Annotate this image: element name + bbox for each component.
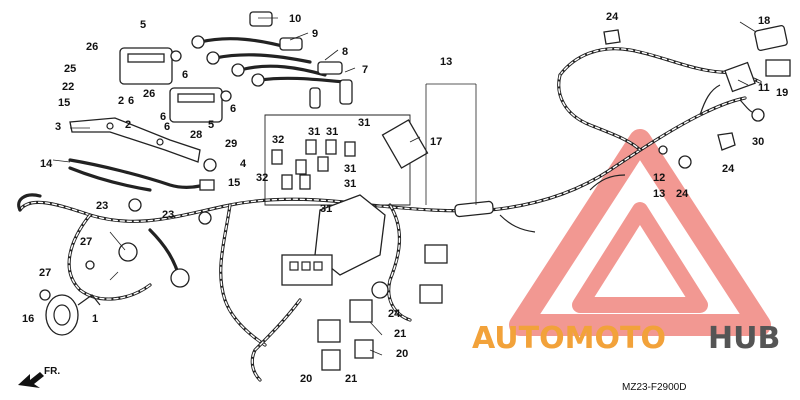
- relay-set: [317, 244, 448, 371]
- callout-16: 16: [22, 313, 34, 325]
- callout-24a: 24: [606, 11, 619, 23]
- callout-23b: 23: [162, 209, 174, 221]
- callout-6d: 6: [160, 111, 166, 123]
- callout-20a: 20: [396, 348, 408, 360]
- callout-12: 12: [653, 172, 665, 184]
- callout-15a: 15: [58, 97, 70, 109]
- right-components: [603, 25, 791, 151]
- callout-6c: 6: [230, 103, 236, 115]
- callout-23a: 23: [96, 200, 108, 212]
- watermark-text: AUTOMOTO HUB: [472, 321, 780, 356]
- diagram-code: MZ23-F2900D: [622, 382, 686, 393]
- callout-26a: 26: [86, 41, 98, 53]
- watermark-word-a: AUTOMOTO: [472, 321, 666, 356]
- callout-21a: 21: [394, 328, 406, 340]
- misc-parts: [39, 145, 692, 301]
- watermark-logo-triangle: [509, 129, 771, 336]
- callout-27a: 27: [80, 236, 92, 248]
- callout-4: 4: [240, 158, 247, 170]
- callout-9: 9: [312, 28, 318, 40]
- callout-15b: 15: [228, 177, 240, 189]
- callout-26b: 26: [143, 88, 155, 100]
- callout-22: 22: [62, 81, 74, 93]
- part-callouts: 1 2 2 3 4 5 5 6 6 6 6 6 7 8 9 10 11 12 1…: [22, 11, 788, 385]
- callout-25: 25: [64, 63, 76, 75]
- callout-6b: 6: [128, 95, 134, 107]
- callout-18: 18: [758, 15, 770, 27]
- callout-31b: 31: [326, 126, 338, 138]
- callout-6e: 6: [164, 121, 170, 133]
- spark-plug-wires: [191, 11, 353, 109]
- callout-31a: 31: [308, 126, 320, 138]
- direction-label: FR.: [44, 366, 60, 377]
- horn: [45, 294, 101, 336]
- callout-20b: 20: [300, 373, 312, 385]
- callout-24c: 24: [676, 188, 689, 200]
- callout-7: 7: [362, 64, 368, 76]
- callout-24d: 24: [388, 308, 401, 320]
- callout-3: 3: [55, 121, 61, 133]
- callout-24b: 24: [722, 163, 735, 175]
- coil-mounting-bracket: [69, 117, 201, 163]
- callout-27b: 27: [39, 267, 51, 279]
- ignition-coil-lower: [169, 87, 232, 123]
- front-direction-indicator: FR.: [18, 366, 60, 388]
- callout-32b: 32: [256, 172, 268, 184]
- sub-harness: [68, 158, 215, 192]
- fuses: [271, 139, 356, 190]
- callout-10: 10: [289, 13, 301, 25]
- callout-8: 8: [342, 46, 348, 58]
- ignition-coil-upper: [119, 47, 182, 85]
- callout-5a: 5: [140, 19, 146, 31]
- callout-29: 29: [225, 138, 237, 150]
- callout-5b: 5: [208, 119, 214, 131]
- callout-31d: 31: [344, 163, 356, 175]
- callout-2b: 2: [125, 119, 131, 131]
- callout-2a: 2: [118, 95, 124, 107]
- callout-13a: 13: [440, 56, 452, 68]
- callout-11: 11: [758, 82, 770, 94]
- watermark-word-b: HUB: [708, 321, 780, 356]
- leader-lines: [52, 17, 757, 356]
- callout-21b: 21: [345, 373, 357, 385]
- callout-1: 1: [92, 313, 98, 325]
- callout-14: 14: [40, 158, 53, 170]
- callout-17: 17: [430, 136, 442, 148]
- callout-30: 30: [752, 136, 764, 148]
- callout-31e: 31: [344, 178, 356, 190]
- callout-6a: 6: [182, 69, 188, 81]
- fuse-box-group: [264, 114, 429, 206]
- junction-box: [281, 194, 386, 286]
- callout-13b: 13: [653, 188, 665, 200]
- callout-31f: 31: [320, 203, 332, 215]
- callout-31c: 31: [358, 117, 370, 129]
- callout-19: 19: [776, 87, 788, 99]
- callout-28: 28: [190, 129, 202, 141]
- callout-32a: 32: [272, 134, 284, 146]
